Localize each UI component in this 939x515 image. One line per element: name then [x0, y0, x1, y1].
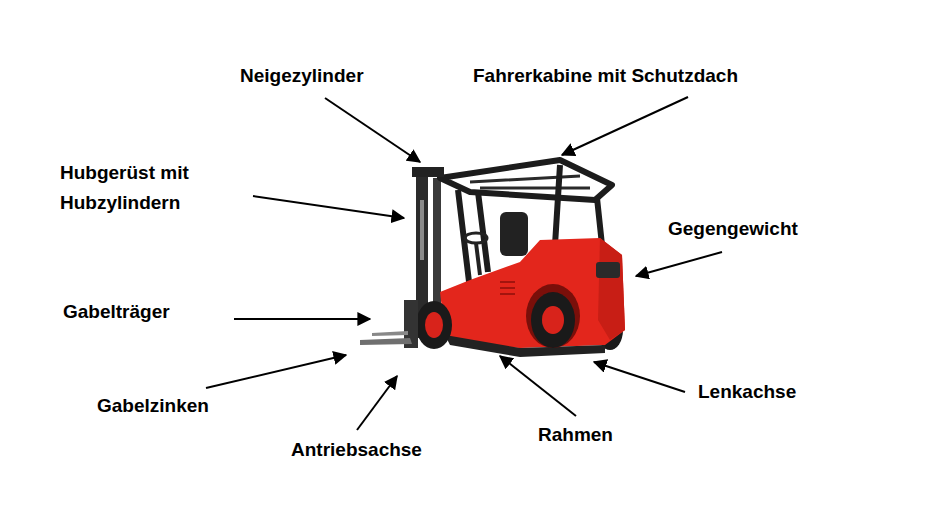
part-label: Lenkachse — [698, 377, 796, 407]
part-label: Gabelträger — [63, 297, 170, 327]
part-label: Fahrerkabine mit Schutzdach — [473, 61, 738, 91]
leader-arrows — [206, 97, 722, 430]
leader-arrow — [253, 196, 404, 218]
leader-arrow — [357, 376, 397, 430]
part-label: Hubgerüst mit Hubzylindern — [60, 158, 240, 218]
leader-arrow — [234, 318, 370, 320]
part-label: Antriebsachse — [291, 435, 422, 465]
part-label: Neigezylinder — [240, 61, 364, 91]
leader-arrow — [562, 97, 688, 155]
forklift — [360, 160, 625, 357]
leader-arrow — [206, 355, 346, 388]
leader-arrow — [500, 356, 576, 416]
leader-arrow — [636, 252, 722, 276]
part-label: Gegengewicht — [668, 214, 798, 244]
part-label: Rahmen — [538, 420, 613, 450]
leader-arrow — [325, 98, 420, 162]
leader-arrow — [594, 362, 685, 392]
part-label: Gabelzinken — [97, 391, 209, 421]
